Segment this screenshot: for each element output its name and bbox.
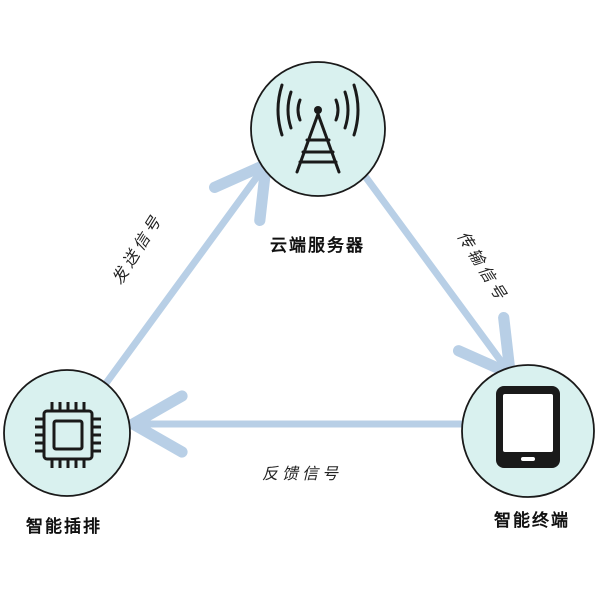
node-label-plug: 智能插排: [26, 517, 102, 537]
node-terminal: [461, 364, 595, 498]
tablet-icon: [496, 386, 560, 468]
node-label-server: 云端服务器: [270, 236, 365, 256]
antenna-tower-icon: [276, 83, 360, 174]
node-plug: [3, 369, 131, 497]
node-label-terminal: 智能终端: [494, 511, 570, 531]
edge-transmit-arrow: [358, 168, 516, 380]
chip-icon: [35, 402, 101, 468]
edge-label-feedback: 反馈信号: [262, 464, 343, 483]
edge-send-arrow: [100, 158, 272, 390]
node-server: [250, 61, 386, 197]
